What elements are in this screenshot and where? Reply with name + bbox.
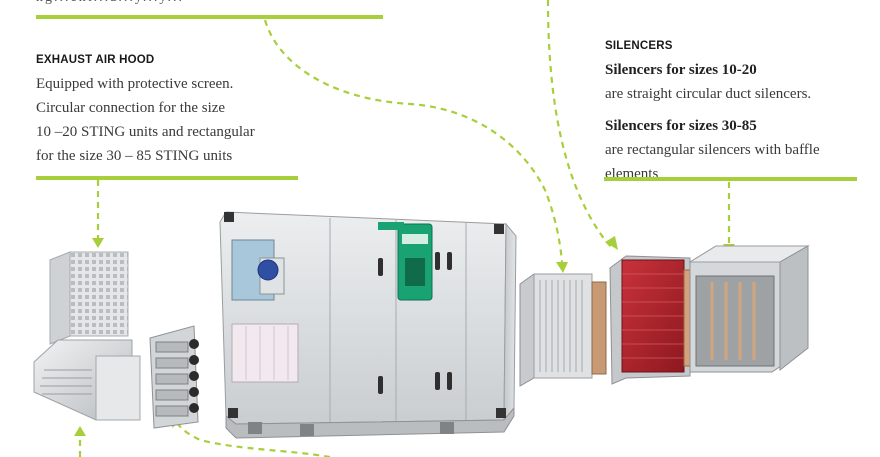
exhaust-heading: EXHAUST AIR HOOD <box>36 54 155 66</box>
air-handling-unit <box>219 211 517 439</box>
damper <box>149 325 199 429</box>
silencer-box <box>688 245 810 373</box>
silencers-group2-title: Silencers for sizes 30-85 <box>605 118 757 134</box>
arrow-to-silencer-red <box>546 0 613 249</box>
exhaust-line: for the size 30 – 85 STING units <box>36 148 233 164</box>
silencer-rectangular <box>519 273 607 387</box>
arrow-to-silencer-left <box>263 19 564 263</box>
exhaust-air-hood <box>33 339 141 421</box>
connector-arrows <box>78 0 731 457</box>
silencers-heading: SILENCERS <box>605 40 673 52</box>
top-divider-left <box>36 15 383 19</box>
silencers-group2-line: are rectangular silencers with baffle <box>605 142 820 158</box>
silencers-divider <box>604 177 857 181</box>
exhaust-line: Equipped with protective screen. <box>36 76 234 92</box>
silencer-red-core <box>609 255 697 385</box>
exhaust-line: 10 –20 STING units and rectangular <box>36 124 255 140</box>
exhaust-line: Circular connection for the size <box>36 100 226 116</box>
silencers-group1-text: are straight circular duct silencers. <box>605 86 812 102</box>
top-partial-text: ng...ent...a...y...y... <box>36 0 184 10</box>
exhaust-divider <box>36 176 298 180</box>
exhaust-grille <box>49 251 129 345</box>
silencers-group1-title: Silencers for sizes 10-20 <box>605 62 757 78</box>
